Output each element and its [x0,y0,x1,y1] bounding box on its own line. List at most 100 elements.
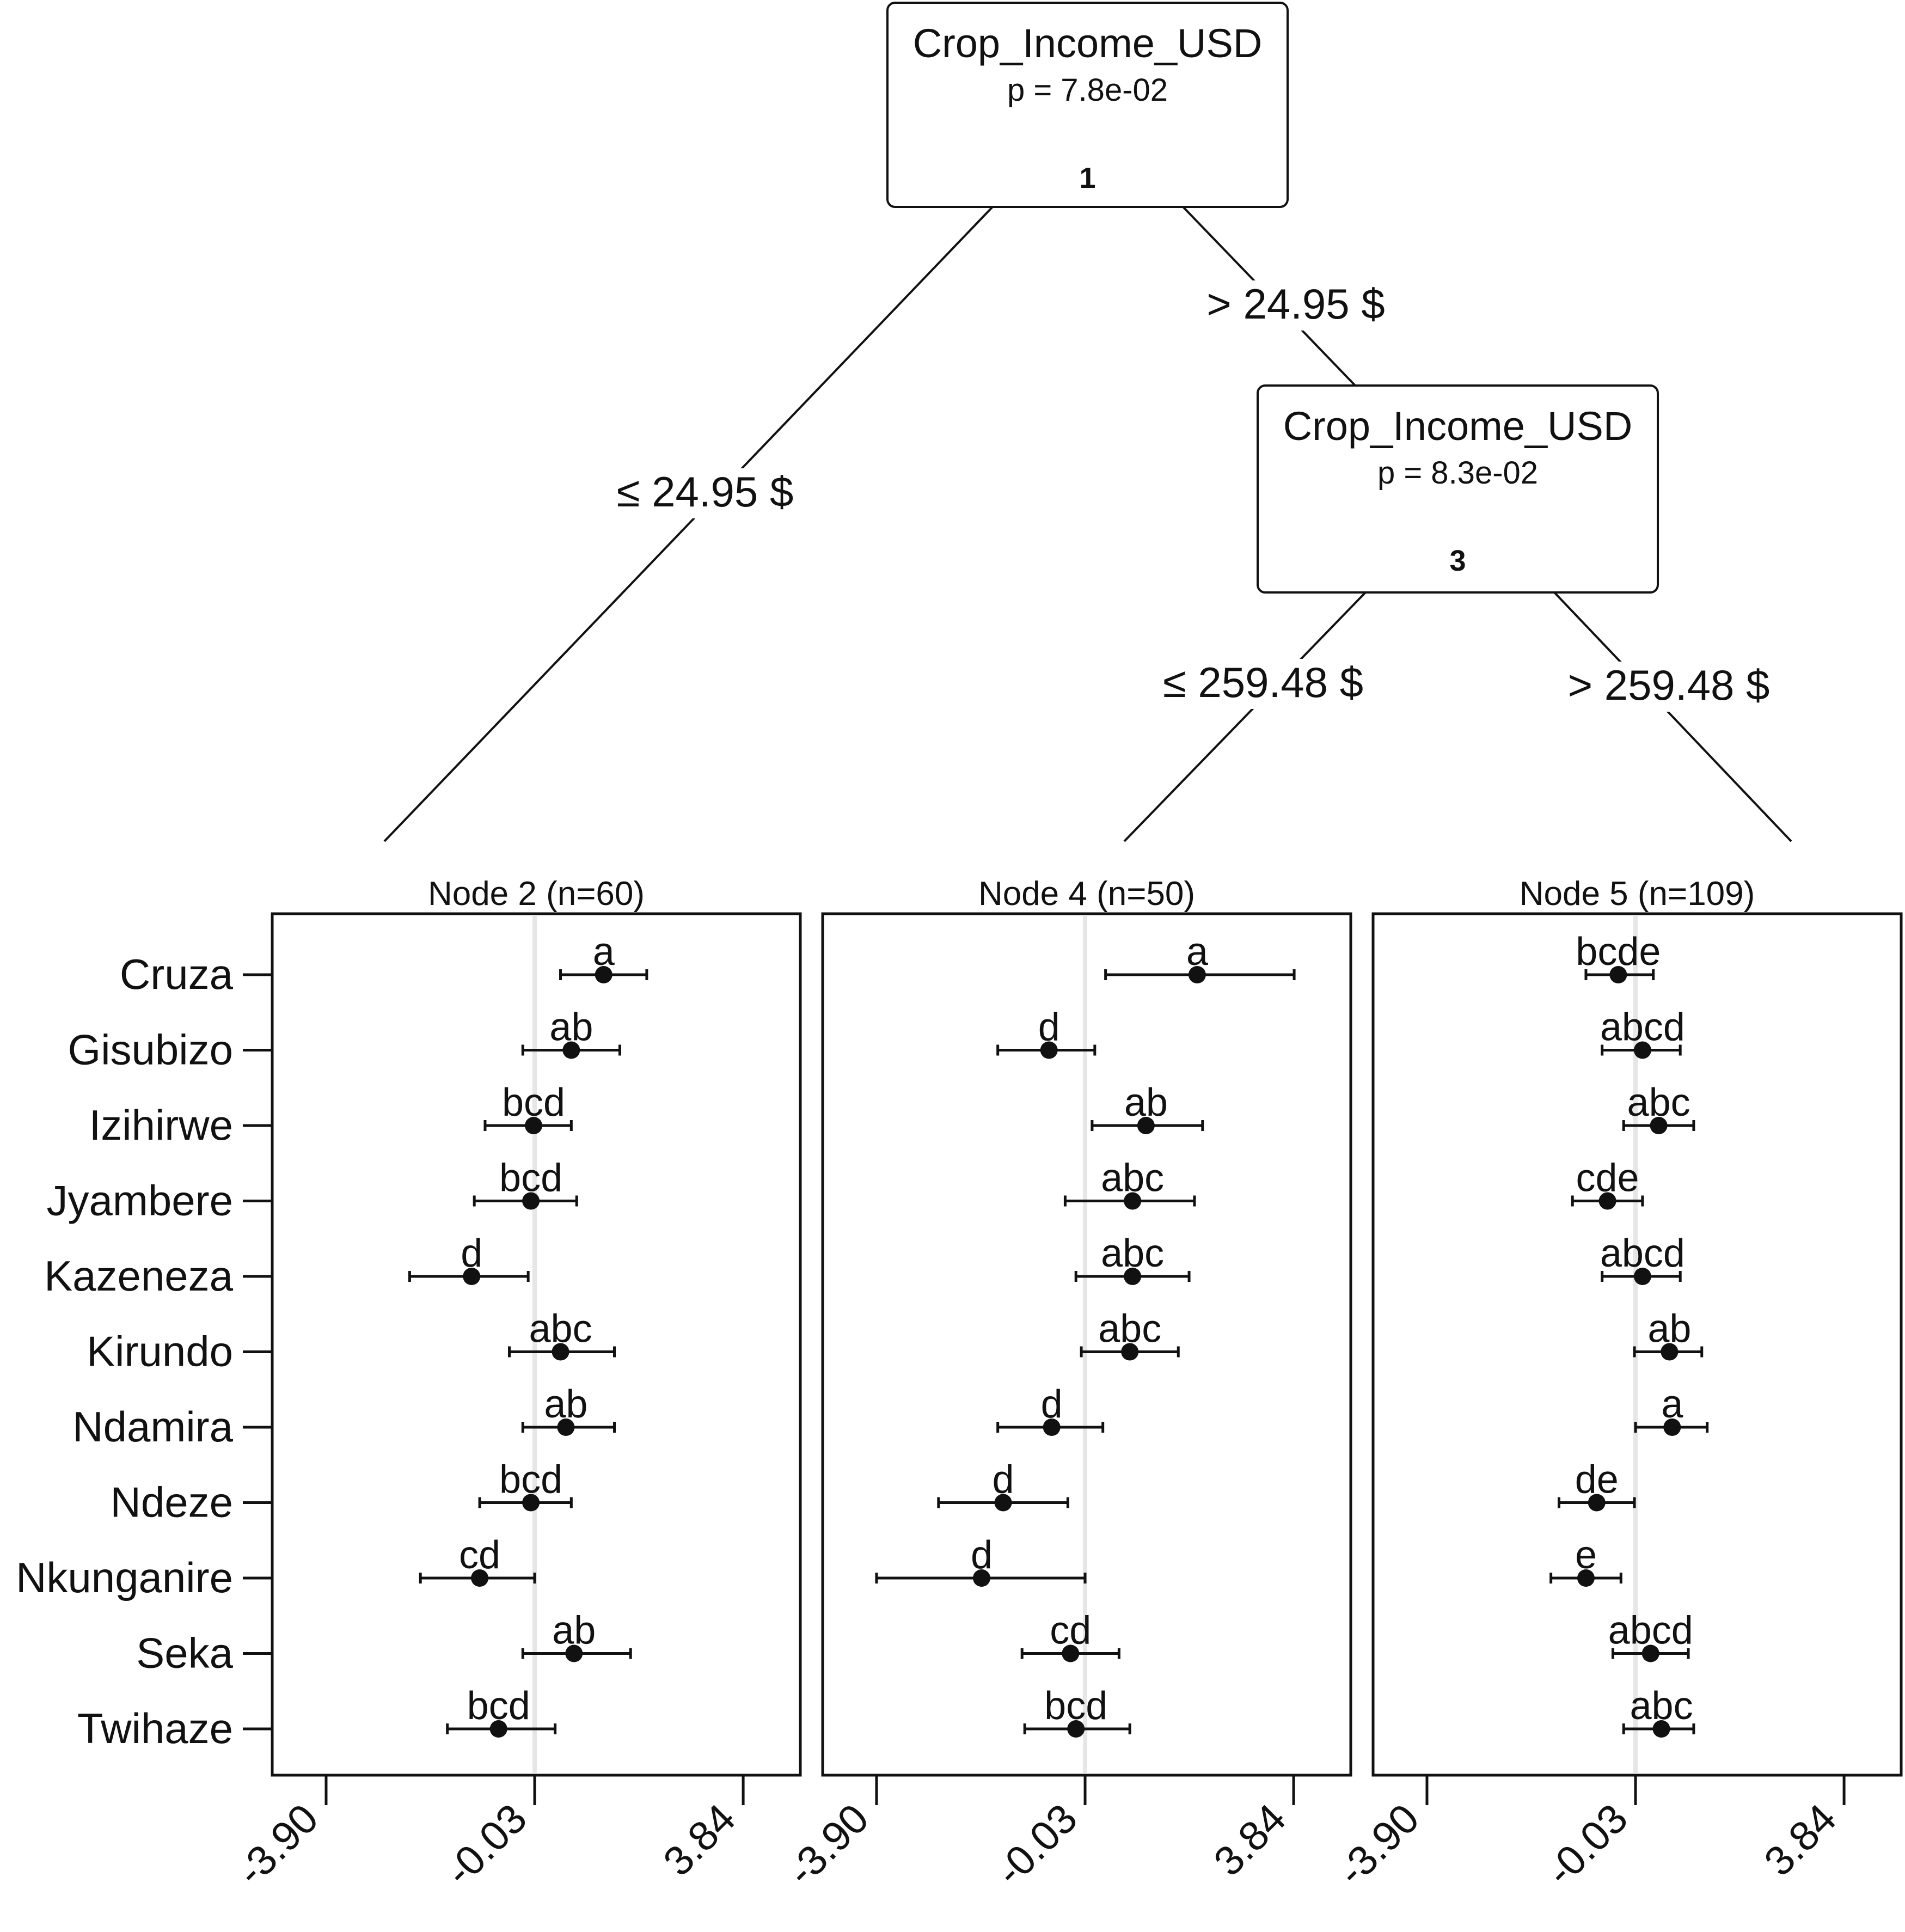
group-letter: d [1038,1006,1060,1049]
group-letter: ab [1124,1081,1168,1124]
row-label: Kazeneza [44,1252,234,1300]
split-node-id: 3 [1449,545,1466,577]
split-node-variable: Crop_Income_USD [913,21,1263,66]
split-node-box [1257,384,1659,594]
group-letter: d [461,1232,482,1275]
estimate-point [595,966,612,983]
group-letter: ab [544,1383,587,1426]
tree-edge [1123,591,1367,842]
group-letter: abc [529,1307,592,1351]
group-letter: abcd [1600,1232,1685,1275]
row-label: Kirundo [87,1328,233,1375]
estimate-point [1641,1644,1659,1662]
row-label: Nkunganire [16,1554,233,1601]
tree-edge [1553,591,1792,842]
group-letter: bcd [467,1684,530,1728]
group-letter: bcd [1044,1684,1107,1728]
split-node-variable: Crop_Income_USD [1283,403,1633,449]
group-letter: abc [1101,1232,1164,1275]
row-label: Ndamira [72,1403,233,1451]
row-labels: CruzaGisubizoIzihirweJyambereKazenezaKir… [16,950,272,1752]
group-letter: ab [552,1609,596,1653]
estimate-point [1588,1494,1606,1512]
estimate-point [1633,1041,1651,1059]
group-letter: abc [1630,1684,1693,1728]
group-letter: d [971,1533,993,1577]
split-node-p-value: p = 8.3e-02 [1377,455,1538,491]
group-letter: bcd [499,1458,562,1502]
group-letter: bcd [499,1157,562,1200]
panel-frame [821,912,1352,1777]
estimate-point [1598,1192,1616,1210]
row-label: Seka [136,1629,233,1677]
estimate-point [522,1192,540,1210]
panel-title: Node 2 (n=60) [428,875,645,913]
edge-labels: ≤ 24.95 $> 24.95 $≤ 259.48 $> 259.48 $ [607,280,1778,712]
group-letter: de [1575,1458,1619,1502]
edge-label-left: ≤ 259.48 $ [1163,658,1363,706]
x-tick-label: -0.03 [987,1795,1086,1895]
panel-frame [271,912,802,1777]
group-letter: d [993,1458,1014,1502]
group-letter: cd [459,1533,500,1577]
x-tick-label: 3.84 [1755,1795,1845,1885]
group-letter: abc [1098,1307,1161,1351]
split-node-id: 1 [1079,162,1095,194]
x-tick-label: -3.90 [778,1795,878,1895]
group-letter: abc [1101,1157,1164,1200]
estimate-point [1633,1268,1651,1285]
edge-label-background [1154,659,1372,709]
estimate-point [1121,1343,1139,1361]
estimate-point [489,1720,507,1738]
group-letter: a [1186,930,1209,974]
estimate-point [463,1268,481,1285]
panel-frame [1371,912,1903,1777]
x-tick-label: -0.03 [1537,1795,1637,1895]
row-label: Izihirwe [89,1101,233,1149]
edge-label-background [1198,280,1394,331]
edge-label-right: > 24.95 $ [1206,280,1385,328]
x-tick-label: -0.03 [436,1795,536,1895]
estimate-point [552,1343,569,1361]
edge-label-right: > 259.48 $ [1568,661,1770,709]
estimate-point [1062,1644,1080,1662]
group-letter: cde [1576,1157,1639,1200]
x-tick-label: -3.90 [228,1795,327,1895]
edge-label-background [607,468,803,518]
estimate-point [471,1569,489,1587]
estimate-point [525,1117,543,1134]
estimate-point [1577,1569,1595,1587]
group-letter: abcd [1600,1006,1685,1049]
row-label: Ndeze [111,1478,233,1526]
x-tick-label: 3.84 [1205,1795,1295,1885]
estimate-point [557,1419,575,1436]
row-label: Gisubizo [68,1026,233,1074]
estimate-point [1043,1419,1061,1436]
row-label: Jyambere [47,1177,233,1225]
edge-label-background [1560,662,1778,712]
estimate-point [1650,1117,1668,1134]
group-letter: bcd [502,1081,565,1124]
split-node-box [886,2,1289,208]
estimate-point [1067,1720,1085,1738]
group-letter: e [1575,1533,1597,1577]
estimate-point [1040,1041,1058,1059]
tree-edge [383,206,994,842]
group-letter: bcde [1576,930,1661,974]
estimate-point [1124,1268,1142,1285]
estimate-point [972,1569,990,1587]
estimate-point [1609,966,1627,983]
row-label: Cruza [120,950,234,998]
estimate-point [994,1494,1012,1512]
group-letter: cd [1050,1609,1091,1653]
estimate-point [1124,1192,1142,1210]
group-letter: a [593,930,615,974]
row-label: Twihaze [77,1704,233,1752]
split-node-p-value: p = 7.8e-02 [1007,72,1168,108]
